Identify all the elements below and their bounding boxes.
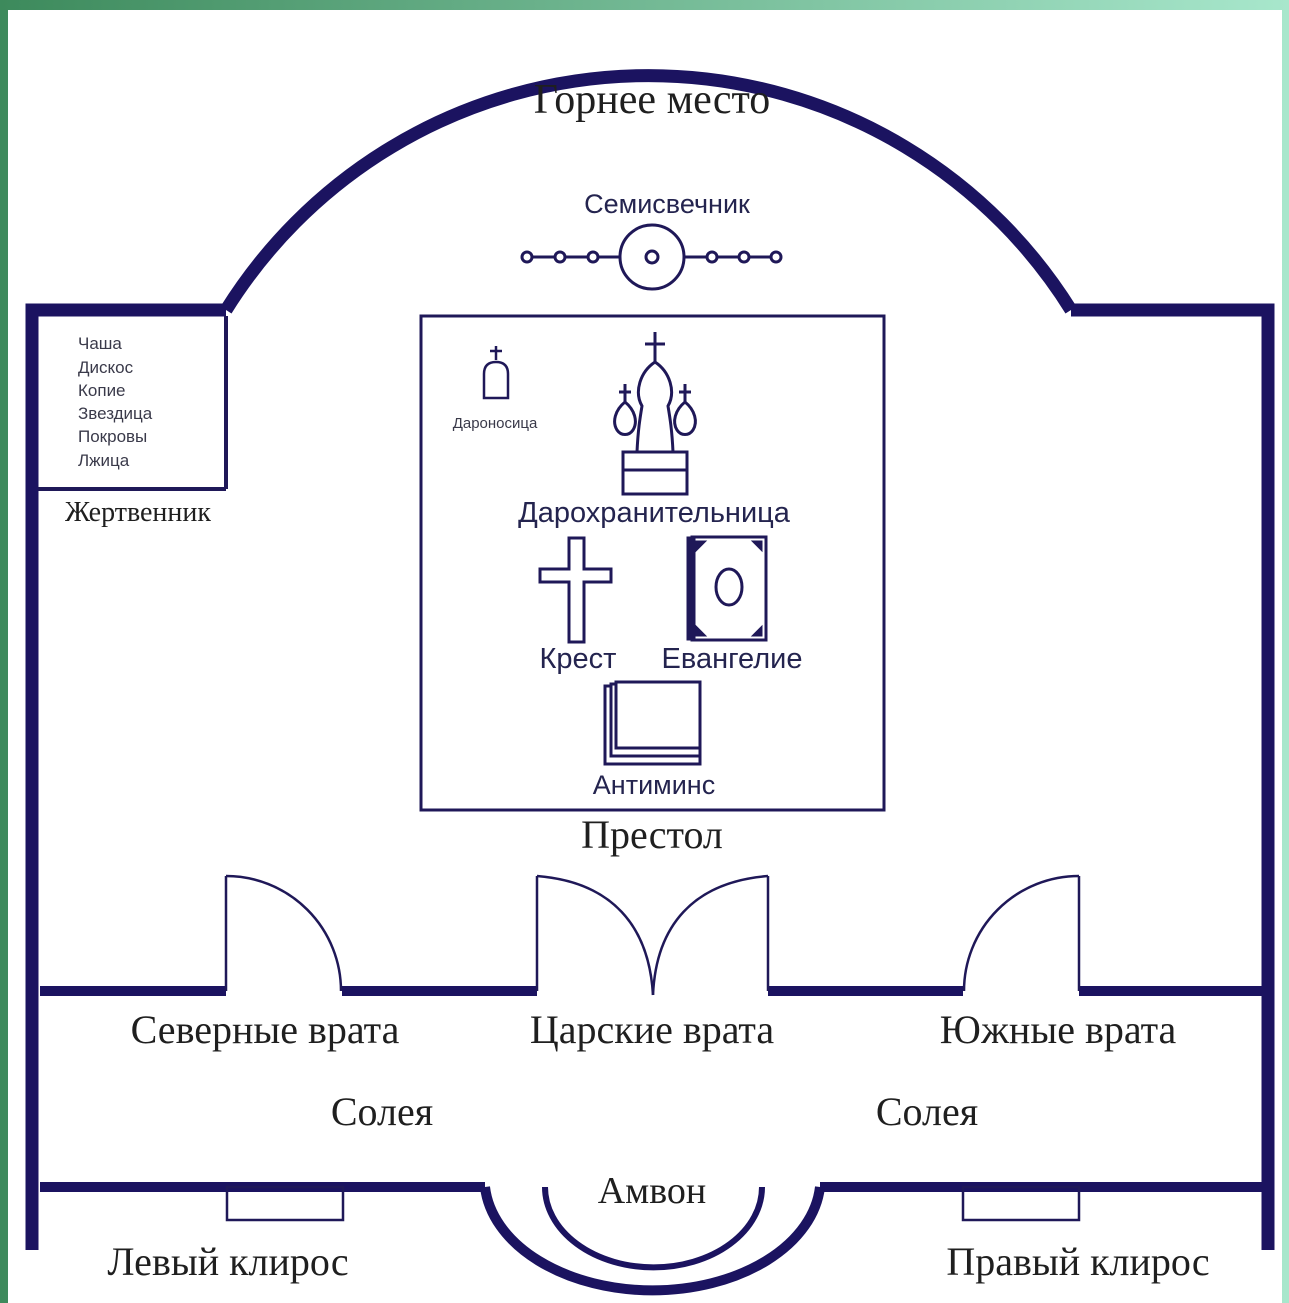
label-semisvechnik: Семисвечник	[584, 189, 750, 219]
label-severnye-vrata: Северные врата	[131, 1007, 400, 1052]
zhertvennik-box	[38, 316, 228, 491]
label-tsarskie-vrata: Царские врата	[530, 1007, 775, 1052]
zhertvennik-item: Покровы	[78, 427, 147, 446]
label-prestol: Престол	[581, 812, 723, 857]
tabernacle-church-icon	[613, 332, 697, 496]
label-antimins: Антиминс	[593, 770, 715, 800]
south-door-icon	[962, 874, 1081, 992]
label-yuzhnye-vrata: Южные врата	[940, 1007, 1177, 1052]
label-krest: Крест	[540, 643, 617, 675]
apse-arc	[220, 69, 1077, 314]
label-darokhranitelnitsa: Дарохранительница	[518, 497, 791, 529]
label-pravyi-kliros: Правый клирос	[946, 1239, 1209, 1284]
label-soleya-right: Солея	[876, 1089, 978, 1134]
zhertvennik-item: Дискос	[78, 358, 134, 377]
left-wall	[25, 303, 226, 1250]
label-gornee-mesto: Горнее место	[534, 77, 771, 123]
label-soleya-left: Солея	[331, 1089, 433, 1134]
right-kliros-step	[961, 1185, 1081, 1222]
zhertvennik-item: Лжица	[78, 451, 130, 470]
pyx-icon	[482, 346, 510, 400]
outer-walls	[25, 69, 1275, 1250]
gospel-book-icon	[686, 535, 768, 642]
label-zhertvennik: Жертвенник	[65, 497, 211, 528]
antimension-icon	[603, 680, 702, 766]
right-wall	[1071, 303, 1275, 1250]
royal-doors-icon	[535, 874, 770, 996]
label-evangelie: Евангелие	[662, 643, 803, 675]
zhertvennik-item: Копие	[78, 381, 126, 400]
ambon-platform	[480, 1186, 825, 1296]
north-door-icon	[224, 874, 343, 992]
left-kliros-step	[225, 1185, 345, 1222]
label-daronositsa: Дароносица	[453, 415, 538, 432]
zhertvennik-item: Звездица	[78, 404, 153, 423]
label-levyi-kliros: Левый клирос	[107, 1239, 348, 1284]
prestol-table	[419, 314, 886, 812]
label-ambon: Амвон	[598, 1170, 707, 1212]
semisvechnik-icon	[520, 223, 783, 291]
zhertvennik-item: Чаша	[78, 334, 122, 353]
zhertvennik-items-list: Чаша Дискос Копие Звездица Покровы Лжица	[78, 334, 153, 470]
cross-icon	[538, 536, 613, 644]
